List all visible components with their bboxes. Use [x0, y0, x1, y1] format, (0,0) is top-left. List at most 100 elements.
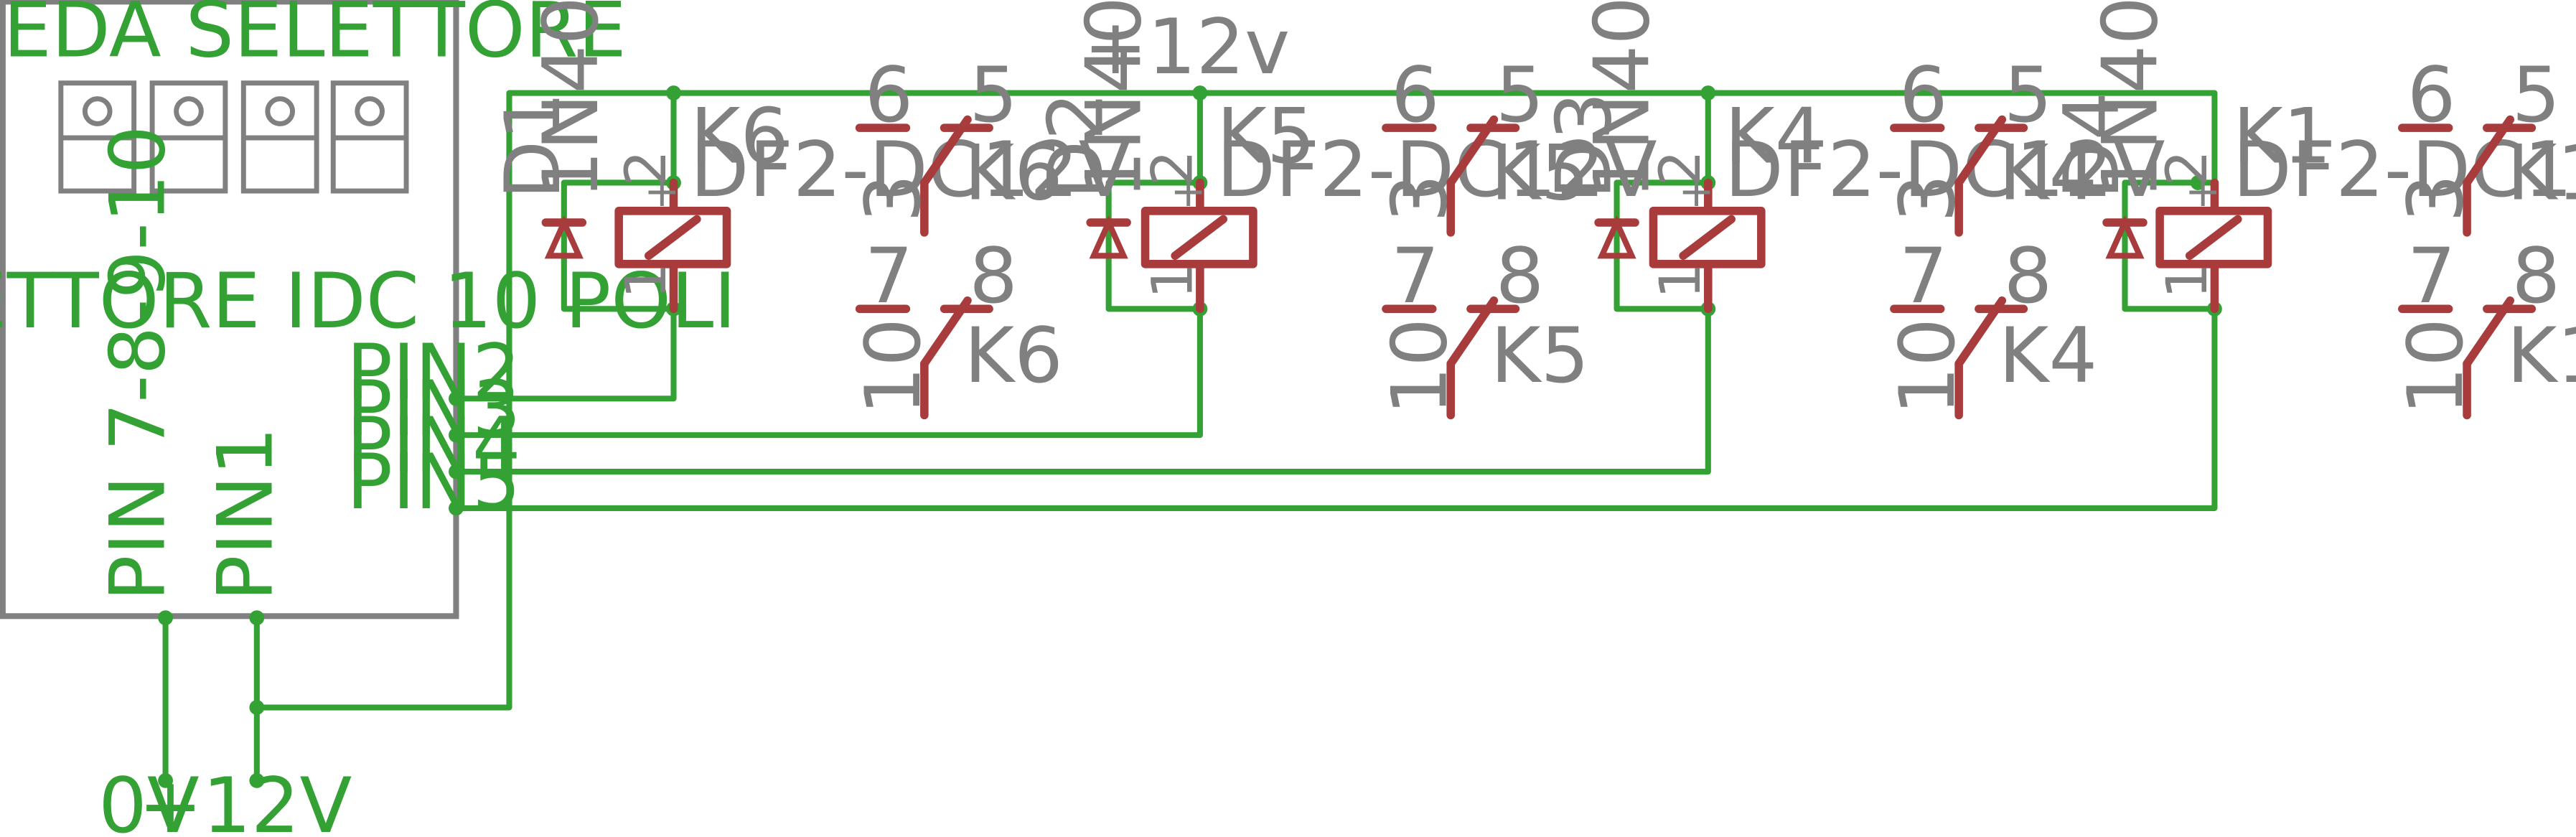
contact-pin: 5: [969, 51, 1018, 140]
contact-pin: 10: [2392, 318, 2481, 415]
contact-pin: 3: [1375, 174, 1464, 223]
pin5-wire: [453, 306, 2218, 511]
pin2-wire: [453, 306, 677, 402]
diode-loop-d2: [1105, 179, 1203, 312]
contact-pin: 8: [2512, 232, 2561, 321]
pin4-label: PIN4: [347, 401, 521, 490]
relay-channel-k1: D4 1N4004 + 2 1 K1 DF2-DC12V 6 5 3 K1: [2048, 0, 2576, 420]
coil-pin-bottom: 1: [2154, 263, 2220, 299]
wires: [162, 90, 2218, 784]
ic-packages: [58, 80, 409, 194]
contact-ref: K5: [1491, 312, 1589, 401]
pin5-label: PIN5: [347, 438, 521, 527]
pin-ground-label: PIN 7-8-9-10: [93, 126, 182, 602]
contact-pin: 5: [1496, 51, 1545, 140]
contact-pin: 6: [2407, 51, 2456, 140]
diode-d4: [2102, 215, 2148, 259]
selector-board: SCHEDA SELETTORE CONNETTORE IDC 10 POLI …: [0, 0, 736, 619]
connector-label: CONNETTORE IDC 10 POLI: [0, 257, 736, 346]
relay-part: DF2-DC12V: [690, 126, 1131, 215]
relay-contact-upper-k6: [855, 115, 993, 237]
coil-pin-top: 2: [613, 150, 679, 186]
coil-pin-bottom: 1: [1647, 263, 1713, 299]
relay-contact-lower-k6: [855, 296, 993, 420]
relay-part: DF2-DC12V: [1725, 126, 2165, 215]
relay-part: DF2-DC12V: [2233, 126, 2576, 215]
svg-text:+: +: [1678, 167, 1714, 217]
relay-coil-k6: +: [614, 167, 731, 314]
pin-power-label: PIN1: [202, 427, 291, 602]
diode-ref: D1: [489, 92, 578, 200]
contact-pin: 7: [865, 232, 914, 321]
svg-text:+: +: [2185, 167, 2221, 217]
diode-part: 1N4004: [2086, 0, 2175, 200]
diode-ref: D4: [2048, 92, 2137, 200]
contact-pin: 3: [2392, 174, 2481, 223]
relay-contact-upper-k4: [1890, 115, 2028, 237]
contact-pin: 7: [1391, 232, 1440, 321]
contact-ref: K6: [964, 129, 1062, 218]
coil-pin-bottom: 1: [1139, 263, 1205, 299]
contact-pin: 7: [2407, 232, 2456, 321]
contact-pin: 6: [1899, 51, 1948, 140]
contact-pin: 10: [1375, 318, 1464, 415]
coil-pin-top: 2: [1647, 150, 1713, 186]
contact-ref: K1: [2507, 129, 2576, 218]
relay-ref: K5: [1217, 93, 1315, 182]
diode-d2: [1086, 215, 1131, 259]
ground-terminal-label: 0V: [98, 762, 200, 837]
pin4-wire: [453, 306, 1711, 475]
diode-loop-d4: [2122, 179, 2218, 312]
diode-part: 1N4004: [1070, 0, 1159, 200]
relay-coil-k4: +: [1649, 167, 1766, 314]
contact-ref: K5: [1491, 129, 1589, 218]
contact-pin: 7: [1899, 232, 1948, 321]
relay-channel-k5: D2 1N4004 + 2 1 K5 DF2-DC12V 6 5 3 K5: [1031, 0, 1657, 420]
coil-pin-bottom: 1: [613, 263, 679, 299]
board-title: SCHEDA SELETTORE: [0, 0, 627, 75]
relay-contact-upper-k5: [1382, 115, 1520, 237]
contact-pin: 10: [1883, 318, 1972, 415]
diode-d3: [1594, 215, 1639, 259]
relay-ref: K6: [690, 93, 789, 182]
coil-pin-top: 2: [2154, 150, 2220, 186]
diode-loop-d3: [1613, 179, 1711, 312]
contact-pin: 5: [2512, 51, 2561, 140]
board-outline: [0, 0, 459, 619]
relay-contact-upper-k1: [2398, 115, 2537, 237]
relay-part: DF2-DC12V: [1217, 126, 1657, 215]
pin3-label: PIN3: [347, 365, 521, 454]
diode-part: 1N4004: [527, 0, 616, 200]
contact-pin: 10: [849, 318, 938, 415]
relay-coil-k5: +: [1141, 167, 1257, 314]
contact-pin: 8: [1496, 232, 1545, 321]
coil-pin-top: 2: [1139, 150, 1205, 186]
svg-text:+: +: [1170, 167, 1206, 217]
relay-ref: K1: [2233, 93, 2331, 182]
relay-ref: K4: [1725, 93, 1823, 182]
contact-ref: K6: [964, 312, 1062, 401]
contact-ref: K1: [2507, 312, 2576, 401]
relay-contact-lower-k4: [1890, 296, 2028, 420]
diode-ref: D3: [1540, 92, 1629, 200]
pin2-label: PIN2: [347, 328, 521, 417]
contact-ref: K4: [1999, 129, 2097, 218]
relay-contact-lower-k1: [2398, 296, 2537, 420]
contact-pin: 3: [849, 174, 938, 223]
rail-label: +12v: [1084, 3, 1291, 92]
diode-loop-d1: [561, 179, 677, 312]
pin3-wire: [453, 306, 1203, 439]
diode-ref: D2: [1031, 92, 1120, 200]
relay-coil-k1: +: [2155, 167, 2272, 314]
relay-channel-k6: D1 1N4004 + 2 1 K6 DF2-DC12V 6 5 3 K6: [489, 0, 1131, 420]
diode-part: 1N4004: [1578, 0, 1667, 200]
contact-pin: 8: [2004, 232, 2053, 321]
contact-ref: K4: [1999, 312, 2097, 401]
contact-pin: 5: [2004, 51, 2053, 140]
svg-text:+: +: [644, 167, 680, 217]
diode-d1: [541, 215, 587, 259]
contact-pin: 8: [969, 232, 1018, 321]
power-terminal-label: +12V: [139, 762, 352, 837]
contact-pin: 3: [1883, 174, 1972, 223]
contact-pin: 6: [1391, 51, 1440, 140]
